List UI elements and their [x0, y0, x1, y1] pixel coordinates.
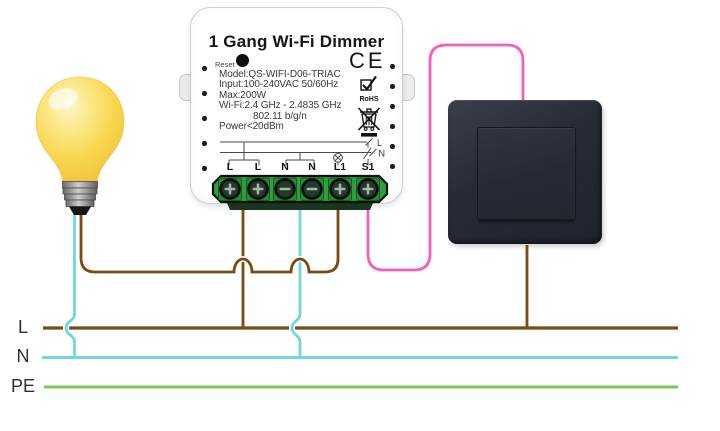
bus-live-label: L: [17, 317, 28, 337]
terminal-label-l-2: L: [254, 161, 262, 173]
wire-bulb-live-to-l1: [79, 200, 340, 274]
module-mounting-ear-left: [179, 74, 192, 101]
bus-neutral-label: N: [16, 346, 30, 366]
terminal-label-n-1: N: [281, 161, 289, 173]
reset-button: [236, 54, 249, 67]
spec-wifi-standard: 802.11 b/g/n: [253, 110, 307, 122]
screw-dots-right: [390, 64, 395, 169]
reset-label: Reset: [215, 60, 235, 69]
wire-bulb-neutral: [64, 211, 76, 358]
bulb-base: [62, 181, 98, 207]
terminal-label-l-1: L: [226, 161, 234, 173]
rohs-mark: RoHS: [353, 74, 385, 103]
bus-earth-label: PE: [10, 376, 35, 396]
terminal-label-s1: S1: [361, 161, 375, 173]
wire-module-n: [290, 200, 302, 358]
bulb-glass: [35, 76, 125, 183]
bulb-tip: [69, 206, 91, 215]
ce-mark: CE: [349, 48, 386, 73]
weee-crossed-bin-icon: [357, 107, 381, 137]
switch-rocker: [477, 127, 576, 220]
module-mounting-ear-right: [402, 74, 415, 101]
bulb-highlight: [48, 88, 78, 110]
terminal-label-load: L1: [333, 161, 347, 173]
wire-casing: [78, 205, 341, 275]
terminal-label-n-2: N: [308, 161, 316, 173]
spec-model: Model:QS-WIFI-D06-TRIAC: [219, 69, 341, 80]
rohs-check-icon: [360, 75, 377, 91]
module-title: 1 Gang Wi-Fi Dimmer: [208, 32, 385, 51]
light-bulb: [35, 76, 125, 215]
screw-dots-left: [202, 66, 207, 171]
wire-casing: [288, 216, 303, 350]
dimmer-module: 1 Gang Wi-Fi Dimmer Reset Model:QS-WIFI-…: [190, 7, 403, 204]
spec-wifi: Wi-Fi:2.4 GHz - 2.4835 GHz: [219, 100, 342, 112]
spec-max: Max:200W: [219, 89, 266, 101]
wire-casing: [62, 216, 78, 350]
module-specs: Model:QS-WIFI-D06-TRIAC Input:100-240VAC…: [219, 69, 389, 133]
rohs-label: RoHS: [359, 96, 379, 103]
wall-switch: [448, 100, 602, 244]
spec-power: Power<20dBm: [219, 121, 284, 133]
spec-input: Input:100-240VAC 50/60Hz: [219, 79, 339, 91]
